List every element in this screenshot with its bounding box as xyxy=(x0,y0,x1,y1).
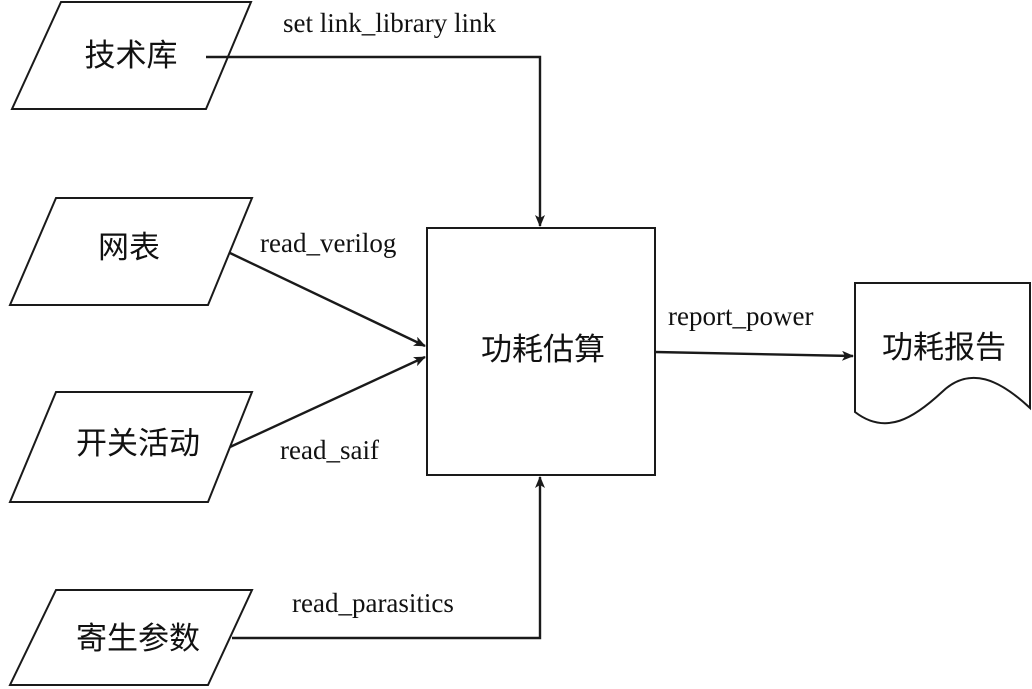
power-report-shape xyxy=(854,282,1031,425)
read-parasitics-arrow xyxy=(232,476,545,640)
netlist-shape xyxy=(8,197,254,306)
read-verilog-label: read_verilog xyxy=(260,228,396,258)
link-library-arrow xyxy=(206,55,545,227)
switching-activity-shape xyxy=(8,391,254,503)
read-parasitics-label: read_parasitics xyxy=(292,588,454,618)
tech-library-label: 技术库 xyxy=(85,38,178,74)
switching-activity-node: 开关活动 xyxy=(8,391,254,503)
power-estimation-node: 功耗估算 xyxy=(426,227,656,476)
switching-activity-label: 开关活动 xyxy=(76,426,200,462)
tech-library-shape xyxy=(10,1,253,110)
tech-library-node: 技术库 xyxy=(10,1,253,110)
read-saif-arrow xyxy=(229,355,426,449)
power-report-label: 功耗报告 xyxy=(882,330,1006,366)
power-report-node: 功耗报告 xyxy=(854,282,1031,425)
power-estimation-box xyxy=(426,227,656,476)
parasitics-shape xyxy=(8,589,254,686)
link-library-label: set link_library link xyxy=(283,8,496,38)
netlist-label: 网表 xyxy=(98,230,160,266)
parasitics-label: 寄生参数 xyxy=(76,621,200,657)
report-power-arrow xyxy=(654,350,854,361)
parasitics-node: 寄生参数 xyxy=(8,589,254,686)
power-estimation-label: 功耗估算 xyxy=(481,332,605,368)
read-verilog-arrow xyxy=(229,251,426,348)
read-saif-label: read_saif xyxy=(280,435,379,465)
netlist-node: 网表 xyxy=(8,197,254,306)
report-power-label: report_power xyxy=(668,301,813,331)
